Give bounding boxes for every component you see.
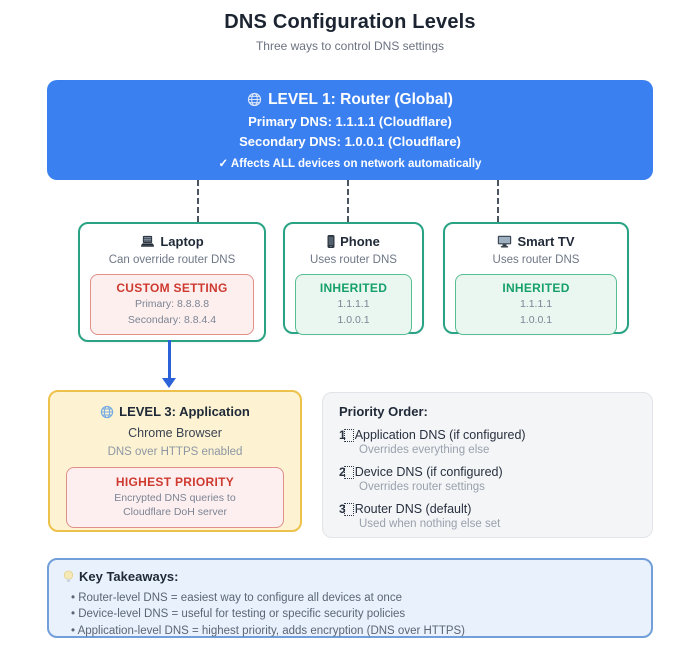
- level3-highest-priority-box: HIGHEST PRIORITY Encrypted DNS queries t…: [66, 467, 284, 529]
- priority-item-label-row: 2 Device DNS (if configured): [339, 465, 636, 479]
- device-box-smarttv: Smart TV Uses router DNS INHERITED 1.1.1…: [443, 222, 629, 336]
- level3-desc-line1: Encrypted DNS queries to: [114, 492, 236, 504]
- phone-status-label: INHERITED: [319, 281, 388, 295]
- level1-router-box: LEVEL 1: Router (Global) Primary DNS: 1.…: [47, 80, 653, 180]
- takeaway-application: • Application-level DNS = highest priori…: [71, 624, 466, 637]
- phone-icon: [327, 235, 335, 248]
- level3-desc-line2: Cloudflare DoH server: [123, 505, 227, 518]
- priority-item-sub: Overrides everything else: [359, 444, 490, 456]
- laptop-status-label: CUSTOM SETTING: [116, 281, 228, 295]
- phone-title-row: Phone: [285, 234, 422, 249]
- smarttv-dns-2: 1.0.0.1: [519, 314, 553, 327]
- keycap-1-icon: 1: [339, 428, 354, 442]
- priority-item-label: Application DNS (if configured): [354, 428, 526, 442]
- phone-dns-1: 1.1.1.1: [337, 298, 370, 310]
- phone-subtitle: Uses router DNS: [310, 254, 397, 266]
- laptop-name: Laptop: [160, 234, 204, 249]
- priority-item-application: 1 Application DNS (if configured) Overri…: [339, 428, 636, 456]
- level1-primary-dns: Primary DNS: 1.1.1.1 (Cloudflare): [248, 113, 452, 129]
- arrow-laptop-to-level3: [168, 340, 171, 379]
- level1-title-row: LEVEL 1: Router (Global): [47, 91, 653, 109]
- phone-inherited-box: INHERITED 1.1.1.1 1.0.0.1: [295, 274, 412, 336]
- device-box-laptop: Laptop Can override router DNS CUSTOM SE…: [78, 222, 266, 342]
- lightbulb-icon: [63, 570, 74, 584]
- priority-title: Priority Order:: [339, 404, 428, 419]
- laptop-primary-dns: Primary: 8.8.8.8: [134, 298, 210, 310]
- smarttv-subtitle: Uses router DNS: [492, 254, 580, 266]
- keycap-2-icon: 2: [339, 465, 354, 479]
- globe-icon: [100, 405, 114, 419]
- monitor-icon: [497, 235, 512, 248]
- globe-icon: [247, 92, 262, 107]
- priority-item-label: Device DNS (if configured): [354, 465, 503, 479]
- takeaways-title-row: Key Takeaways:: [63, 569, 637, 584]
- laptop-subtitle: Can override router DNS: [108, 254, 236, 266]
- smarttv-status-label: INHERITED: [502, 281, 570, 295]
- laptop-secondary-dns: Secondary: 8.8.4.4: [127, 314, 217, 327]
- priority-item-label-row: 3 Router DNS (default): [339, 502, 636, 516]
- laptop-custom-setting-box: CUSTOM SETTING Primary: 8.8.8.8 Secondar…: [90, 274, 254, 336]
- takeaway-device: • Device-level DNS = useful for testing …: [71, 608, 406, 621]
- takeaway-router: • Router-level DNS = easiest way to conf…: [71, 592, 402, 604]
- laptop-icon: [140, 235, 155, 248]
- priority-item-sub: Overrides router settings: [359, 481, 485, 493]
- takeaways-list: • Router-level DNS = easiest way to conf…: [71, 590, 637, 639]
- smarttv-inherited-box: INHERITED 1.1.1.1 1.0.0.1: [455, 274, 617, 336]
- level3-app-name: Chrome Browser: [128, 426, 222, 440]
- connector-dashed-smarttv: [497, 180, 499, 222]
- laptop-title-row: Laptop: [80, 234, 264, 249]
- priority-item-label-row: 1 Application DNS (if configured): [339, 428, 636, 442]
- keycap-3-icon: 3: [339, 502, 354, 516]
- phone-name: Phone: [340, 234, 380, 249]
- smarttv-title-row: Smart TV: [445, 234, 627, 249]
- connector-dashed-phone: [347, 180, 349, 222]
- level3-title-row: LEVEL 3: Application: [50, 404, 300, 419]
- page-title: DNS Configuration Levels: [224, 11, 476, 33]
- level3-title: LEVEL 3: Application: [119, 404, 250, 419]
- level3-feature: DNS over HTTPS enabled: [107, 446, 243, 458]
- takeaways-title: Key Takeaways:: [79, 569, 179, 584]
- device-box-phone: Phone Uses router DNS INHERITED 1.1.1.1 …: [283, 222, 424, 336]
- level3-application-box: LEVEL 3: Application Chrome Browser DNS …: [48, 390, 302, 532]
- phone-dns-2: 1.0.0.1: [337, 314, 370, 327]
- level1-note: ✓ Affects ALL devices on network automat…: [218, 157, 482, 170]
- arrow-head-icon: [162, 378, 176, 388]
- connector-dashed-laptop: [197, 180, 199, 222]
- priority-item-sub: Used when nothing else set: [359, 518, 501, 530]
- page-subtitle: Three ways to control DNS settings: [255, 39, 445, 53]
- priority-item-device: 2 Device DNS (if configured) Overrides r…: [339, 465, 636, 493]
- smarttv-name: Smart TV: [517, 234, 575, 249]
- level1-title: LEVEL 1: Router (Global): [268, 90, 453, 108]
- key-takeaways-box: Key Takeaways: • Router-level DNS = easi…: [47, 558, 653, 638]
- level1-secondary-dns: Secondary DNS: 1.0.0.1 (Cloudflare): [239, 133, 461, 149]
- priority-item-label: Router DNS (default): [354, 502, 472, 516]
- priority-item-router: 3 Router DNS (default) Used when nothing…: [339, 502, 636, 530]
- priority-order-box: Priority Order: 1 Application DNS (if co…: [322, 392, 653, 538]
- smarttv-dns-1: 1.1.1.1: [519, 298, 553, 310]
- level3-status-label: HIGHEST PRIORITY: [115, 475, 235, 489]
